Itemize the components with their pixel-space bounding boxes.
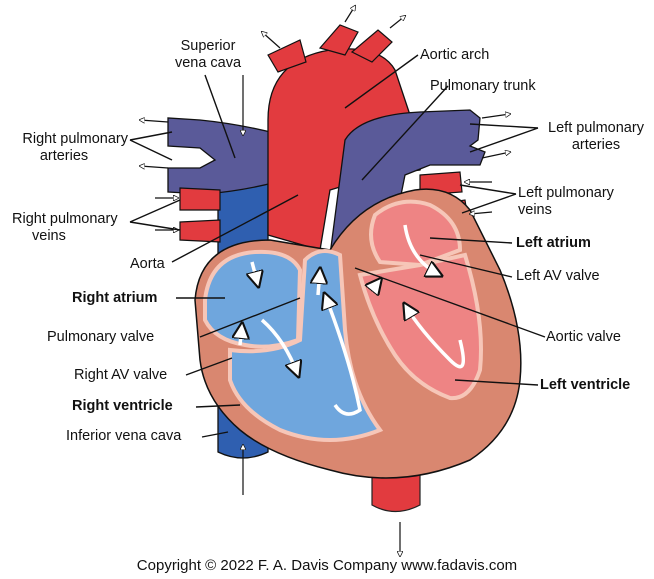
left-atrium-chamber [369,199,463,268]
aorta-label: Aorta [130,256,165,272]
left-pulmonary-arteries-label: Left pulmonary arteries [538,120,654,154]
right-pulmonary-arteries-label-line2: arteries [39,148,89,164]
left-pulmonary-veins-label-line2: veins [518,202,552,218]
right-pulmonary-veins-label: Right pulmonary veins [12,211,118,245]
right-atrium-chamber [203,249,303,349]
left-atrium-label: Left atrium [516,235,591,251]
left-pulmonary-veins-label: Left pulmonary veins [518,185,614,219]
left-pulmonary-arteries-label-line2: arteries [571,137,621,153]
superior-vena-cava-label-line2: vena cava [174,55,242,71]
right-pulmonary-arteries-label: Right pulmonary arteries [0,131,128,165]
left-pulmonary-arteries-label-line1: Left pulmonary [548,120,644,136]
right-ventricle-chamber [228,249,384,442]
right-pulmonary-veins [179,187,221,243]
descending-aorta [371,469,421,513]
right-pulmonary-veins-label-line2: veins [32,228,66,244]
aortic-arch-label: Aortic arch [420,47,490,63]
right-atrium-label: Right atrium [72,290,158,306]
inferior-vena-cava-label: Inferior vena cava [66,428,182,444]
left-av-valve-label: Left AV valve [516,268,600,284]
superior-vena-cava-label-line1: Superior [180,38,236,54]
right-pulmonary-veins-label-line1: Right pulmonary [12,211,118,227]
left-ventricle-label: Left ventricle [540,377,631,393]
pulmonary-valve-label: Pulmonary valve [47,329,155,345]
blood-flow-arrows [240,224,466,416]
right-av-valve-label: Right AV valve [74,367,168,383]
right-ventricle-label: Right ventricle [72,398,173,414]
vessel-flow-arrows [140,6,510,556]
superior-vena-cava-label: Superior vena cava [158,38,258,72]
aortic-valve-label: Aortic valve [546,329,621,345]
left-pulmonary-veins-label-line1: Left pulmonary [518,185,614,201]
right-pulmonary-arteries-label-line1: Right pulmonary [22,131,128,147]
copyright-notice: Copyright © 2022 F. A. Davis Company www… [136,557,518,574]
pulmonary-trunk-label: Pulmonary trunk [430,78,536,94]
leader-lines [129,54,546,438]
